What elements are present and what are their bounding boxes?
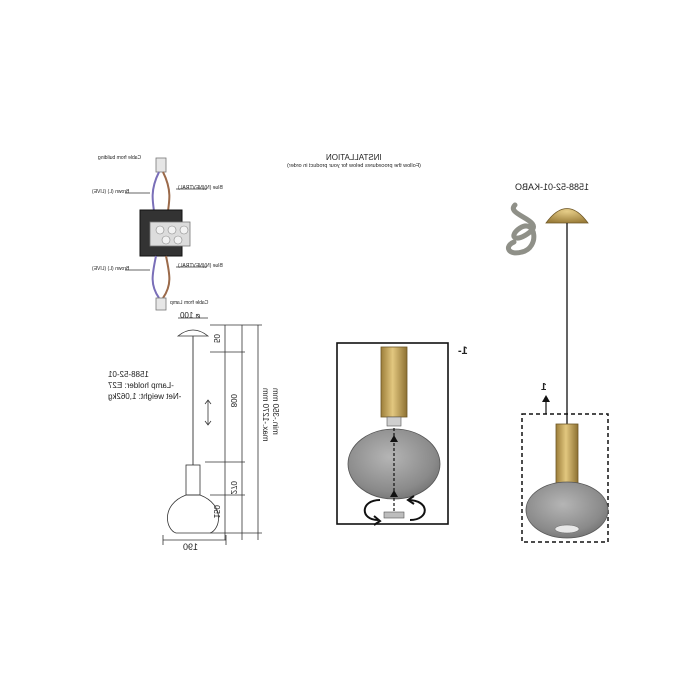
blue-top-label: Blue (N)(NEVTRAL) xyxy=(178,185,223,191)
installation-subtitle: (Follow the procedures below for your pr… xyxy=(287,163,421,169)
step1-marker: 1 xyxy=(541,382,547,393)
specs-block: 1588-52-01 -Lamp holder: E27 -Net weight… xyxy=(108,369,181,402)
wiring-diagram xyxy=(125,157,207,311)
dim-canopy-outline xyxy=(176,329,210,337)
step1-lamp-holder xyxy=(380,346,408,418)
blue-top-text: Blue (N)(NEVTRAL) xyxy=(178,185,223,191)
blue-bottom-text: Blue (N)(NEVTRAL) xyxy=(178,263,223,269)
brown-bottom-label: Brown (L) (LIVE) xyxy=(92,266,129,272)
step1-marker-text: 1 xyxy=(541,382,547,393)
dimension-drawing xyxy=(162,317,262,545)
installation-title: INSTALLATION xyxy=(326,153,382,162)
step1-bottom-nut xyxy=(383,511,405,519)
step1-socket-ring xyxy=(386,416,402,427)
product-canopy xyxy=(545,208,589,224)
wire-blue-bottom xyxy=(151,255,160,299)
dim-canopy-diameter: ⌀ 100 xyxy=(180,311,200,320)
dim-total-min-text: min.-350 mm xyxy=(271,388,280,435)
dim-total-max-text: max.-1270 mm xyxy=(261,388,270,442)
dim-lamp-holder xyxy=(185,464,201,496)
dim-canopy-height-text: 50 xyxy=(212,334,221,343)
dim-globe-height-text: 150 xyxy=(212,505,221,519)
brown-top-text: Brown (L) (LIVE) xyxy=(92,189,130,195)
dim-canopy-height: 50 xyxy=(212,334,221,343)
dim-globe-width-text: 190 xyxy=(183,542,199,552)
dim-total-min: min.-350 mm xyxy=(271,388,280,435)
dim-globe-height: 150 xyxy=(212,505,221,518)
dim-canopy-diameter-text: ⌀ 100 xyxy=(180,311,201,320)
dim-cable-length-text: 800 xyxy=(229,394,238,408)
product-dashed-box xyxy=(521,413,609,543)
dim-globe-outline xyxy=(167,494,219,534)
cable-lamp-text: Cable from Lamp xyxy=(170,300,209,306)
cable-lamp-connector xyxy=(155,297,167,311)
blue-bottom-label: Blue (N)(NEVTRAL) xyxy=(178,263,223,269)
product-glass-globe xyxy=(525,481,609,539)
rotate-arrow-left xyxy=(363,499,381,521)
dim-lamp-height-text: 270 xyxy=(229,481,238,495)
spec-model: 1588-52-01 xyxy=(108,370,149,379)
step1-label-text: 1- xyxy=(458,345,468,357)
spec-net-weight: -Net weight: 1,062kg xyxy=(108,392,182,401)
header: INSTALLATION xyxy=(262,153,446,162)
step1-label: 1- xyxy=(458,345,468,357)
wire-brown-bottom xyxy=(162,255,171,299)
dim-lamp-height: 270 xyxy=(229,481,238,494)
product-code-text: 1588-52-01-KABO xyxy=(515,182,590,192)
spec-lamp-holder: -Lamp holder: E27 xyxy=(108,381,174,390)
cable-knot xyxy=(506,202,537,256)
dim-globe-width: 190 xyxy=(183,542,198,552)
cable-building-connector xyxy=(155,157,167,173)
product-view xyxy=(506,202,609,543)
dim-total-max: max.-1270 mm xyxy=(261,388,270,441)
brown-top-label: Brown (L) (LIVE) xyxy=(92,189,129,195)
product-lamp-holder xyxy=(555,423,579,487)
rotate-arrow-right xyxy=(407,499,426,521)
product-code: 1588-52-01-KABO xyxy=(515,182,589,192)
header-sub: (Follow the procedures below for your pr… xyxy=(262,163,446,169)
step1-panel xyxy=(336,342,449,526)
cable-building-text: Cable from building xyxy=(98,155,142,161)
cable-building-label: Cable from building xyxy=(98,155,141,161)
brown-bottom-text: Brown (L) (LIVE) xyxy=(92,266,130,272)
dim-cable-length: 800 xyxy=(229,394,238,407)
cable-lamp-label: Cable from Lamp xyxy=(170,300,208,306)
